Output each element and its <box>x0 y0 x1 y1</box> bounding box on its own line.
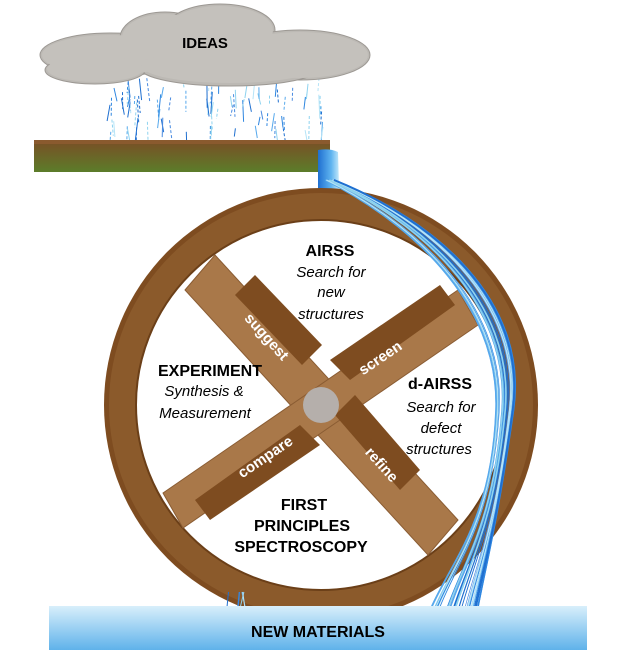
pool-label: NEW MATERIALS <box>251 624 385 641</box>
rain-drop <box>261 111 263 120</box>
rain-drop <box>258 117 260 125</box>
rain-drop <box>216 109 218 119</box>
rain-drop <box>161 87 163 98</box>
rain-drop <box>127 82 128 93</box>
rain-drop <box>284 117 285 130</box>
rain-drop <box>162 118 163 137</box>
pool: NEW MATERIALS <box>49 606 587 650</box>
rain-drop <box>112 120 113 136</box>
rain-drop <box>147 122 148 140</box>
rain-drop <box>249 98 252 111</box>
rain-drop <box>107 105 110 121</box>
quadrant-top-line-2: new <box>317 284 346 301</box>
wheel-hub <box>303 387 339 423</box>
rain-drop <box>243 100 244 122</box>
quadrant-top-title: AIRSS <box>306 243 355 260</box>
rain-drop <box>267 113 268 126</box>
rain-drop <box>114 88 117 101</box>
quadrant-top-line-3: structures <box>298 306 364 323</box>
rain-drop <box>114 121 115 137</box>
rain-drop <box>306 84 308 99</box>
rain-drop <box>272 113 275 131</box>
quadrant-bottom-line-3: SPECTROSCOPY <box>234 539 368 556</box>
quadrant-left-title: EXPERIMENT <box>158 363 262 380</box>
rain-drop <box>318 78 319 92</box>
rain-drop <box>292 88 293 102</box>
rain-drop <box>134 96 135 106</box>
cloud-label: IDEAS <box>182 35 228 52</box>
quadrant-top-line-1: Search for <box>296 264 366 281</box>
quadrant-right-line-3: structures <box>406 441 472 458</box>
rain-drop <box>234 94 236 117</box>
rain-drop <box>139 79 141 100</box>
rain-drop <box>139 96 141 113</box>
rain-drop <box>128 129 130 141</box>
quadrant-right-title: d-AIRSS <box>408 376 472 393</box>
rain-drop <box>121 98 124 114</box>
rain-drop <box>230 96 232 107</box>
quadrant-bottom-line-1: FIRST <box>281 497 327 514</box>
rain-drop <box>169 97 171 111</box>
rain-drop <box>284 97 286 112</box>
quadrant-bottom-line-2: PRINCIPLES <box>254 518 350 535</box>
quadrant-left-line-1: Synthesis & <box>164 383 243 400</box>
quadrant-left-line-2: Measurement <box>159 405 252 422</box>
rain-drop <box>147 78 150 101</box>
ground-ledge <box>34 140 330 172</box>
rain-drop <box>135 102 137 127</box>
rain-drop <box>282 116 283 128</box>
quadrant-right-line-1: Search for <box>406 399 476 416</box>
rain-drop <box>235 90 236 109</box>
quadrant-right-line-2: defect <box>421 420 463 437</box>
cloud: IDEAS <box>40 4 370 86</box>
rain-drop <box>304 97 306 110</box>
rain-drop <box>234 128 235 136</box>
rain-drop <box>309 116 310 140</box>
rain-drop <box>255 126 257 138</box>
rain-drop <box>277 90 278 104</box>
